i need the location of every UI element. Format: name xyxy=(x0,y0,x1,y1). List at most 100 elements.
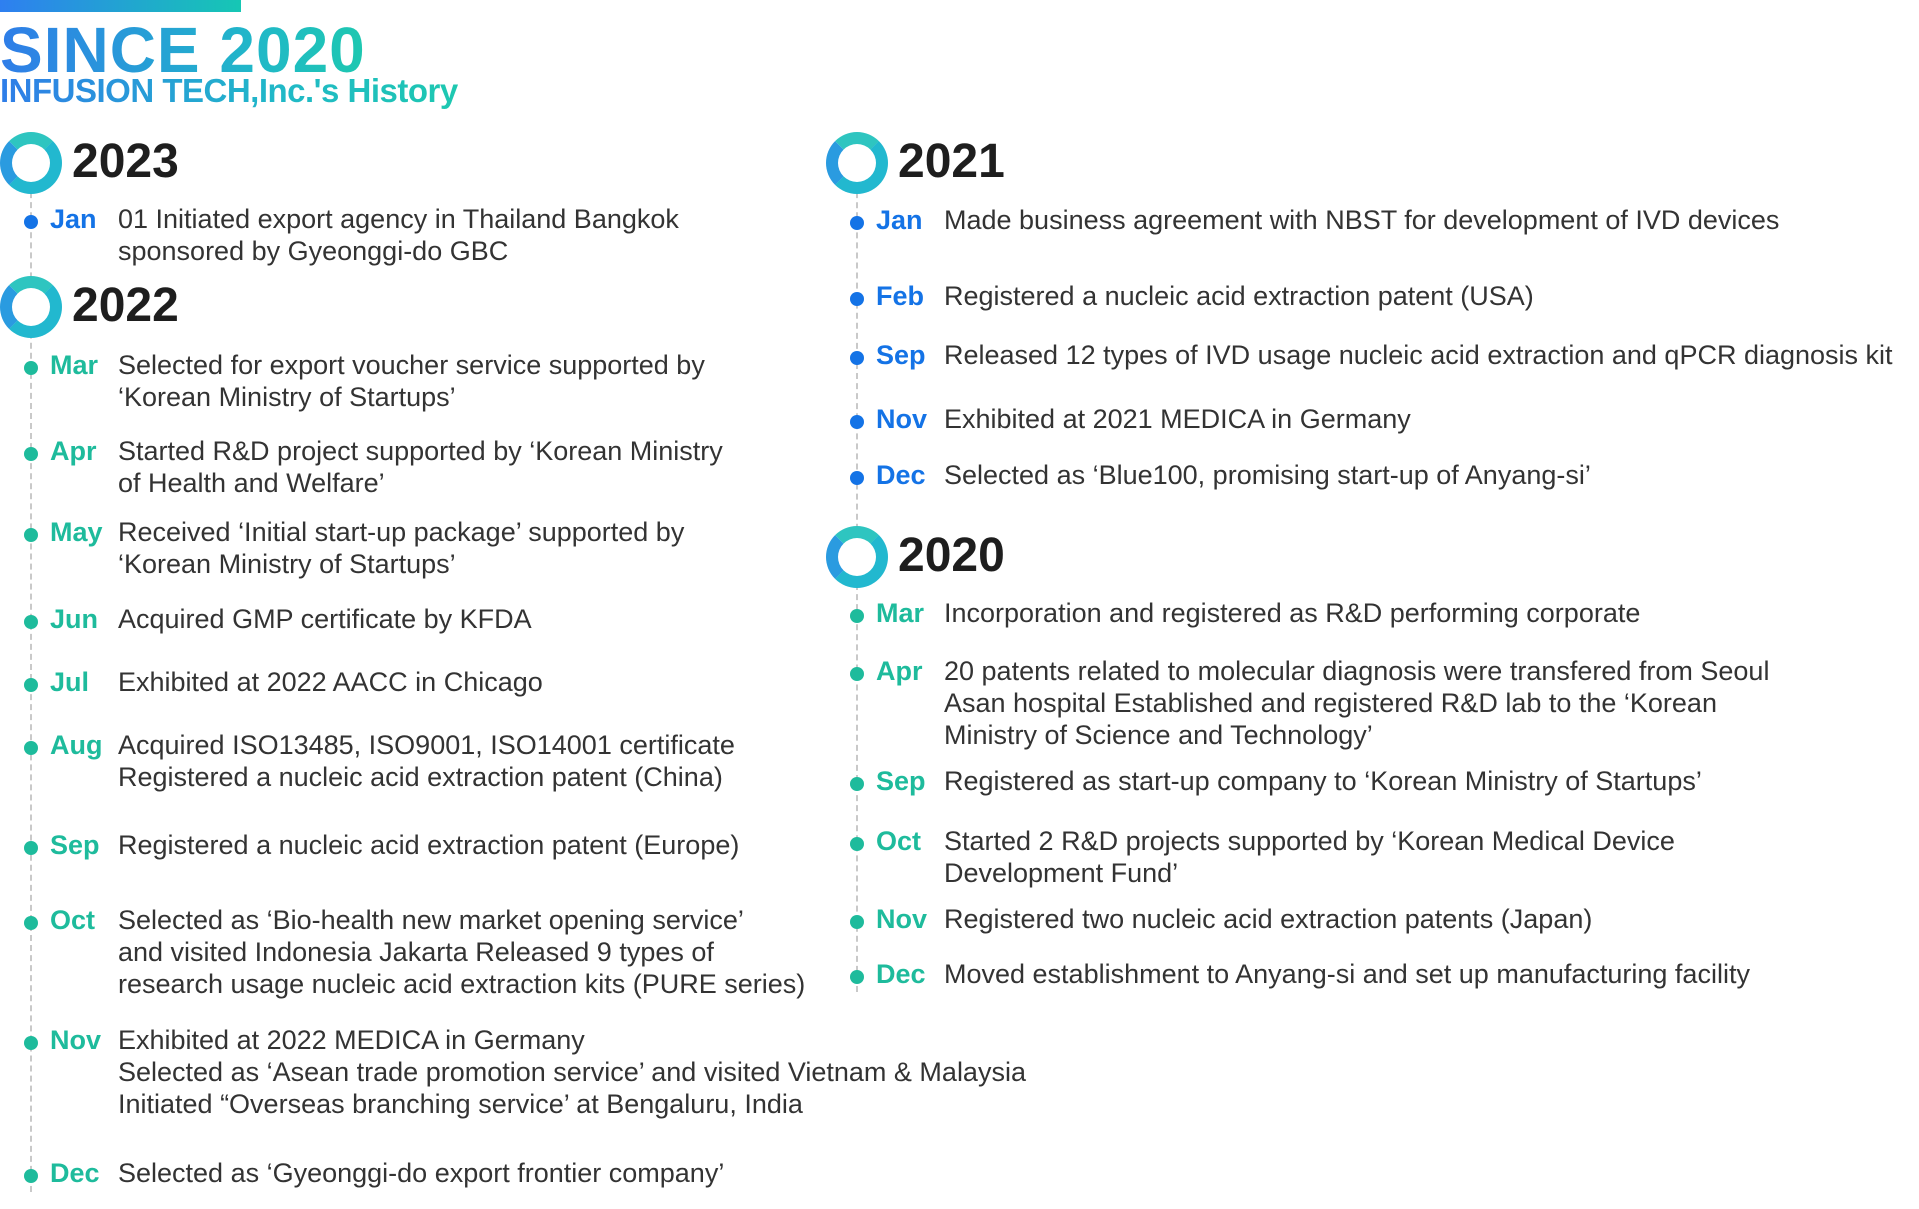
event-month: Jan xyxy=(876,205,923,235)
event-description: Selected for export voucher service supp… xyxy=(118,349,705,413)
event-line: research usage nucleic acid extraction k… xyxy=(118,969,806,999)
event-month: Dec xyxy=(876,460,926,490)
event-month: Nov xyxy=(50,1025,102,1055)
event-line: Selected for export voucher service supp… xyxy=(118,350,705,380)
event-line: Selected as ‘Gyeonggi-do export frontier… xyxy=(118,1158,725,1188)
event-description: Exhibited at 2022 AACC in Chicago xyxy=(118,666,543,698)
bullet-dot-icon xyxy=(850,292,864,306)
event-line: Development Fund’ xyxy=(944,858,1179,888)
bullet-dot-icon xyxy=(850,351,864,365)
event-month: Apr xyxy=(876,656,923,686)
event-description: 01 Initiated export agency in Thailand B… xyxy=(118,203,679,267)
bullet-dot-icon xyxy=(24,361,38,375)
event-line: Received ‘Initial start-up package’ supp… xyxy=(118,517,685,547)
year-label: 2020 xyxy=(898,529,1005,582)
bullet-dot-icon xyxy=(24,447,38,461)
event-line: Registered two nucleic acid extraction p… xyxy=(944,904,1593,934)
year-label: 2023 xyxy=(72,135,179,188)
bullet-dot-icon xyxy=(24,841,38,855)
event-month: Oct xyxy=(876,826,922,856)
event-line: Incorporation and registered as R&D perf… xyxy=(944,598,1641,628)
event-month: Mar xyxy=(876,598,925,628)
timeline-column-left: 2023 Jan 01 Initiated export agency in T… xyxy=(0,132,1026,1192)
timeline-line xyxy=(30,162,32,1192)
event-month: Dec xyxy=(876,959,926,989)
event-line: Selected as ‘Blue100, promising start-up… xyxy=(944,460,1591,490)
year-label: 2021 xyxy=(898,135,1005,188)
year-label: 2022 xyxy=(72,279,179,332)
event-month: Nov xyxy=(876,404,928,434)
event-description: Selected as ‘Blue100, promising start-up… xyxy=(944,459,1591,491)
event-month: Apr xyxy=(50,436,97,466)
event-line: Made business agreement with NBST for de… xyxy=(944,205,1780,235)
event-description: Moved establishment to Anyang-si and set… xyxy=(944,958,1750,990)
timeline-column-right: 2021 Jan Made business agreement with NB… xyxy=(826,0,1919,1209)
event-month: Aug xyxy=(50,730,103,760)
bullet-dot-icon xyxy=(24,615,38,629)
event-month: Jan xyxy=(50,204,97,234)
bullet-dot-icon xyxy=(24,215,38,229)
event-line: Registered a nucleic acid extraction pat… xyxy=(944,281,1534,311)
event-line: Selected as ‘Bio-health new market openi… xyxy=(118,905,744,935)
event-description: Exhibited at 2021 MEDICA in Germany xyxy=(944,403,1411,435)
event-line: Started 2 R&D projects supported by ‘Kor… xyxy=(944,826,1675,856)
event-line: Exhibited at 2022 AACC in Chicago xyxy=(118,667,543,697)
page-subtitle: INFUSION TECH,Inc.'s History xyxy=(0,70,458,112)
bullet-dot-icon xyxy=(850,667,864,681)
year-ring-icon xyxy=(826,526,888,588)
event-description: Started 2 R&D projects supported by ‘Kor… xyxy=(944,825,1675,889)
bullet-dot-icon xyxy=(24,1169,38,1183)
bullet-dot-icon xyxy=(850,970,864,984)
event-month: Jun xyxy=(50,604,99,634)
event-line: Moved establishment to Anyang-si and set… xyxy=(944,959,1750,989)
bullet-dot-icon xyxy=(850,471,864,485)
event-line: Ministry of Science and Technology’ xyxy=(944,720,1373,750)
event-description: Registered a nucleic acid extraction pat… xyxy=(944,280,1534,312)
bullet-dot-icon xyxy=(850,915,864,929)
event-month: Jul xyxy=(50,667,90,697)
page-title: SINCE 2020 xyxy=(0,14,366,86)
event-month: May xyxy=(50,517,103,547)
bullet-dot-icon xyxy=(24,678,38,692)
event-line: 20 patents related to molecular diagnosi… xyxy=(944,656,1770,686)
event-description: Selected as ‘Gyeonggi-do export frontier… xyxy=(118,1157,724,1189)
year-ring-icon xyxy=(0,276,62,338)
event-line: Registered a nucleic acid extraction pat… xyxy=(118,762,723,792)
event-month: Nov xyxy=(876,904,928,934)
event-line: 01 Initiated export agency in Thailand B… xyxy=(118,204,679,234)
event-line: ‘Korean Ministry of Startups’ xyxy=(118,382,456,412)
event-description: Acquired GMP certificate by KFDA xyxy=(118,603,532,635)
event-line: Started R&D project supported by ‘Korean… xyxy=(118,436,723,466)
event-line: Exhibited at 2021 MEDICA in Germany xyxy=(944,404,1411,434)
bullet-dot-icon xyxy=(850,415,864,429)
event-line: sponsored by Gyeonggi-do GBC xyxy=(118,236,509,266)
event-description: Registered two nucleic acid extraction p… xyxy=(944,903,1592,935)
event-month: Sep xyxy=(876,340,926,370)
bullet-dot-icon xyxy=(850,609,864,623)
event-description: Started R&D project supported by ‘Korean… xyxy=(118,435,723,499)
event-line: and visited Indonesia Jakarta Released 9… xyxy=(118,937,714,967)
bullet-dot-icon xyxy=(850,777,864,791)
bullet-dot-icon xyxy=(850,216,864,230)
event-line: Registered a nucleic acid extraction pat… xyxy=(118,830,740,860)
event-line: Released 12 types of IVD usage nucleic a… xyxy=(944,340,1893,370)
event-description: Made business agreement with NBST for de… xyxy=(944,204,1779,236)
event-month: Oct xyxy=(50,905,96,935)
event-line: of Health and Welfare’ xyxy=(118,468,385,498)
event-month: Dec xyxy=(50,1158,100,1188)
event-line: Acquired ISO13485, ISO9001, ISO14001 cer… xyxy=(118,730,735,760)
event-description: Registered a nucleic acid extraction pat… xyxy=(118,829,739,861)
year-ring-icon xyxy=(826,132,888,194)
event-description: Exhibited at 2022 MEDICA in Germany Sele… xyxy=(118,1024,1026,1120)
event-line: Exhibited at 2022 MEDICA in Germany xyxy=(118,1025,585,1055)
event-description: Acquired ISO13485, ISO9001, ISO14001 cer… xyxy=(118,729,735,793)
event-line: ‘Korean Ministry of Startups’ xyxy=(118,549,456,579)
event-description: Registered as start-up company to ‘Korea… xyxy=(944,765,1702,797)
event-line: Initiated “Overseas branching service’ a… xyxy=(118,1089,803,1119)
event-month: Sep xyxy=(876,766,926,796)
event-description: Received ‘Initial start-up package’ supp… xyxy=(118,516,684,580)
bullet-dot-icon xyxy=(24,916,38,930)
year-ring-icon xyxy=(0,132,62,194)
event-month: Mar xyxy=(50,350,99,380)
event-month: Feb xyxy=(876,281,925,311)
